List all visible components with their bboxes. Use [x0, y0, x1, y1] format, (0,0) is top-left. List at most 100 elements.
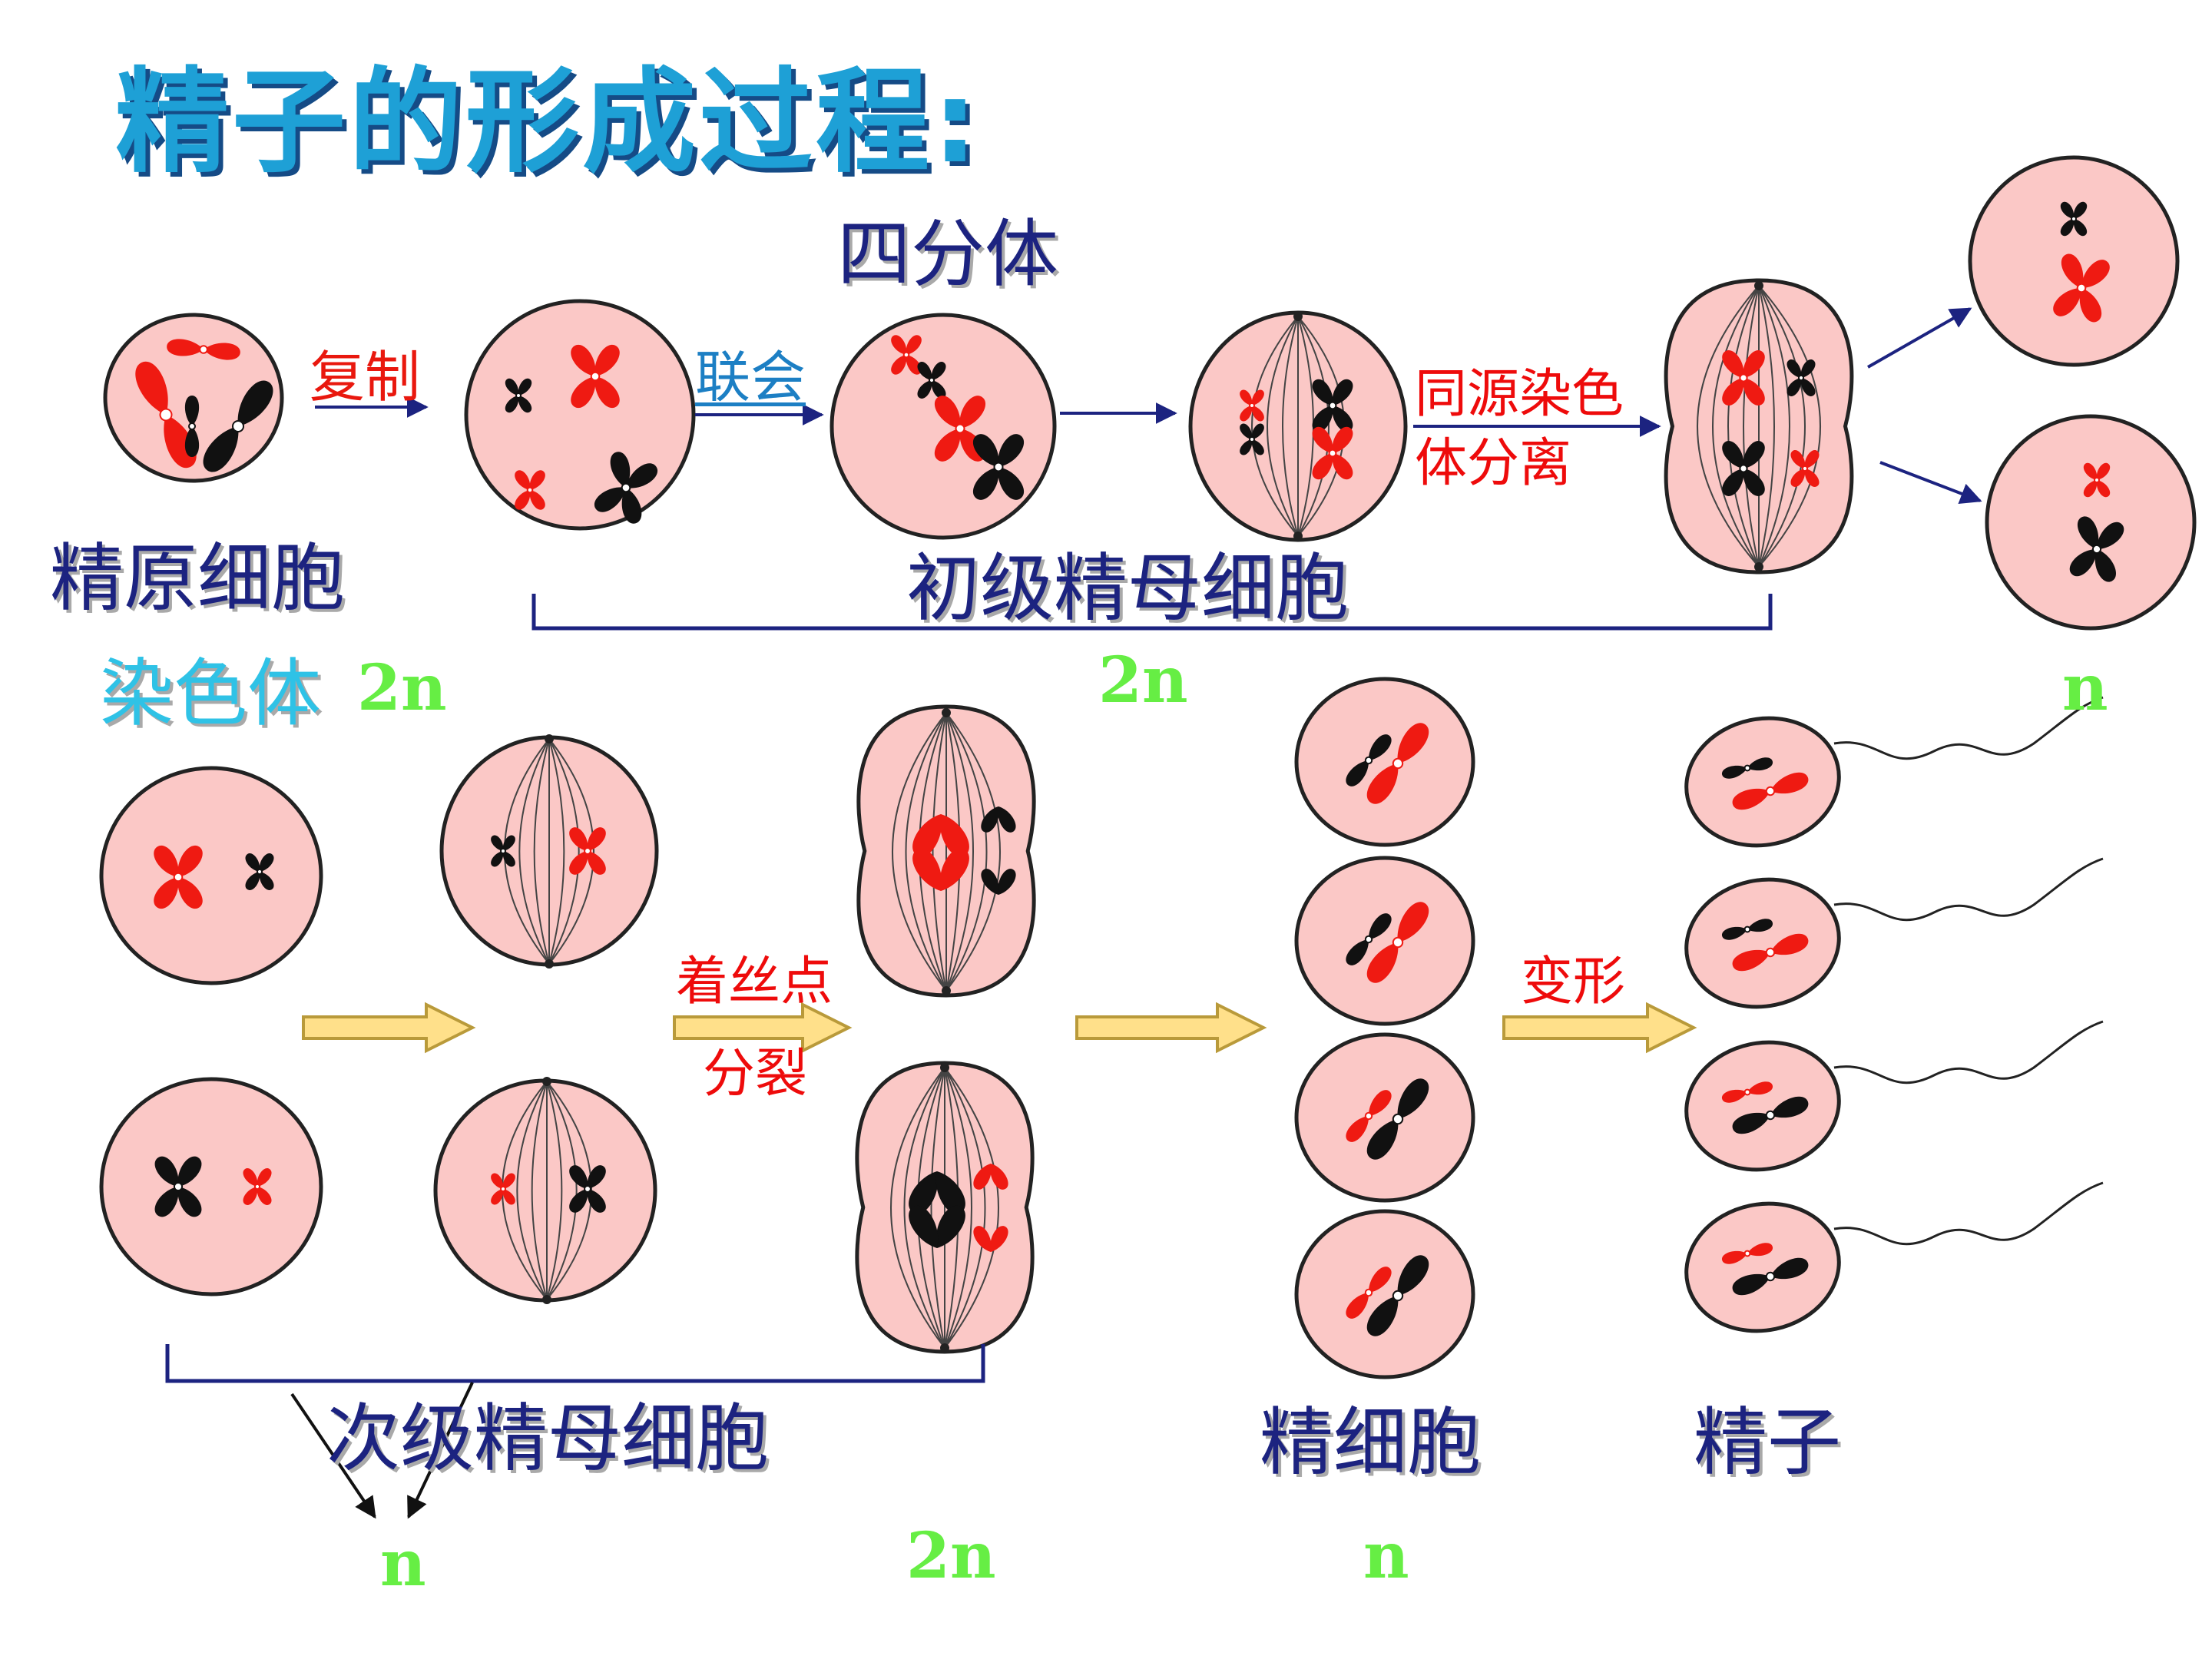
centromere [1765, 1110, 1776, 1121]
chromosome-arm [1368, 1267, 1392, 1293]
metaphase-one-black-small [1240, 423, 1264, 455]
chromosome-arm [518, 396, 532, 413]
chromosome-arm [610, 452, 631, 488]
spindle-fiber [945, 712, 974, 992]
secondary-2-black [154, 1156, 202, 1217]
chromosome-arm [154, 1156, 179, 1187]
sperm-chromosome-long [1732, 1257, 1809, 1296]
chromosome-arm [259, 853, 274, 872]
spindle-fiber [930, 1067, 945, 1349]
centriole [542, 1077, 551, 1086]
chromosome-arm [1332, 453, 1353, 480]
chromosome-arm [587, 1165, 606, 1189]
centromere [1364, 1111, 1373, 1121]
spindle-fiber [890, 1067, 945, 1349]
primary-spermatocyte-label: 初级精母细胞 [906, 545, 1349, 631]
tetrad-label: 四分体 [837, 211, 1058, 297]
centromere [1739, 464, 1748, 473]
sperm-chromosome-short [1722, 757, 1773, 779]
chromosome-arm [243, 1168, 258, 1187]
centriole [940, 1343, 949, 1353]
spindle-fiber [546, 1081, 563, 1300]
chromosome-arm [1722, 441, 1744, 469]
chromosome-arm [587, 827, 606, 851]
metaphase-one-black-large [1312, 379, 1353, 432]
spermatid-chromosome-long [1366, 1255, 1429, 1336]
sperm-tail [1833, 857, 2104, 922]
centromere [2091, 544, 2102, 555]
block-arrow-to-spermatid [1075, 1002, 1267, 1054]
chromosome-arm [515, 490, 531, 510]
centromere [188, 422, 196, 430]
anaphase-one-red-small [1790, 450, 1820, 487]
centromere [173, 1181, 184, 1192]
secondary-top-red [2053, 253, 2110, 323]
chromosome-arm [177, 845, 203, 877]
chromosome-arm [2079, 288, 2102, 323]
chromosome-arm [257, 1168, 272, 1187]
chromosome-arm [1346, 1293, 1369, 1319]
count-after-meiosis-one: n [2062, 651, 2108, 725]
centromere [1364, 935, 1373, 944]
chromosome-arm [959, 396, 986, 429]
tetrad-black-large [972, 434, 1025, 500]
anaphase-one-spindle [1697, 281, 1821, 571]
spindle-fiber [533, 738, 550, 965]
spindle-fiber [945, 712, 988, 992]
centriole [942, 708, 951, 717]
chromosome-arm [2083, 462, 2098, 480]
arrows-layer [165, 307, 1982, 1519]
centromere [199, 345, 208, 354]
anaphase-two-2-red-up [973, 1164, 1008, 1190]
centromere [1765, 1271, 1776, 1282]
centromere [1743, 1088, 1751, 1096]
sperm-head [1684, 1040, 1841, 1172]
spindle-fiber [944, 1067, 986, 1349]
spindle-fiber [1758, 285, 1821, 568]
metaphase-two-spindle-1 [504, 734, 594, 969]
cells-layer [99, 155, 2197, 1379]
chromosome-arm [990, 1226, 1008, 1252]
centromere [526, 486, 534, 494]
chromosome-arm [1770, 772, 1809, 794]
chromosome-arm [909, 1205, 939, 1248]
chromosome-arm [891, 335, 907, 355]
secondary-top-black [2060, 201, 2088, 237]
centromere [515, 392, 522, 399]
chromosome-arm [1790, 450, 1806, 469]
chromosome-arm [177, 1187, 202, 1217]
arrow-to-n-left [290, 1392, 376, 1519]
block-arrow-transformation [1502, 1002, 1697, 1054]
anaphase-two-1-red-down [912, 848, 969, 891]
centromere-division-label-2: 分裂 [703, 1044, 808, 1104]
centromere [902, 351, 910, 359]
chromosome-arm [972, 434, 999, 467]
centromere [500, 848, 506, 854]
centromere [1392, 1290, 1404, 1302]
chromosome-arm [167, 339, 204, 356]
chromosome-arm [931, 380, 946, 399]
spindle-fiber [1758, 285, 1806, 568]
sperm-label: 精子 [1694, 1399, 1841, 1485]
chromosome-arm [935, 1205, 965, 1248]
chromosome-arm [1312, 426, 1333, 453]
centromere [1392, 757, 1404, 770]
spermatid-cell [1294, 1032, 1475, 1203]
chromosome-arm [973, 1226, 992, 1252]
chromosome-arm [1800, 378, 1816, 396]
centromere [1739, 373, 1748, 382]
chromosome-arm [935, 1171, 965, 1214]
arrow-to-secondary-top [1867, 307, 1972, 369]
chromosome-arm [1346, 1116, 1369, 1142]
chromosome-arm [1743, 350, 1765, 378]
metaphase-two-1-black [491, 835, 515, 867]
centromere [1743, 1250, 1751, 1257]
chromosome-arm [981, 869, 999, 895]
chromosome-arm [1786, 359, 1802, 378]
chromosome-arm [1732, 788, 1770, 810]
centriole [940, 1063, 949, 1072]
centriole [942, 986, 951, 995]
tetrad-red-large [934, 396, 986, 462]
spindle-fiber [892, 712, 947, 992]
